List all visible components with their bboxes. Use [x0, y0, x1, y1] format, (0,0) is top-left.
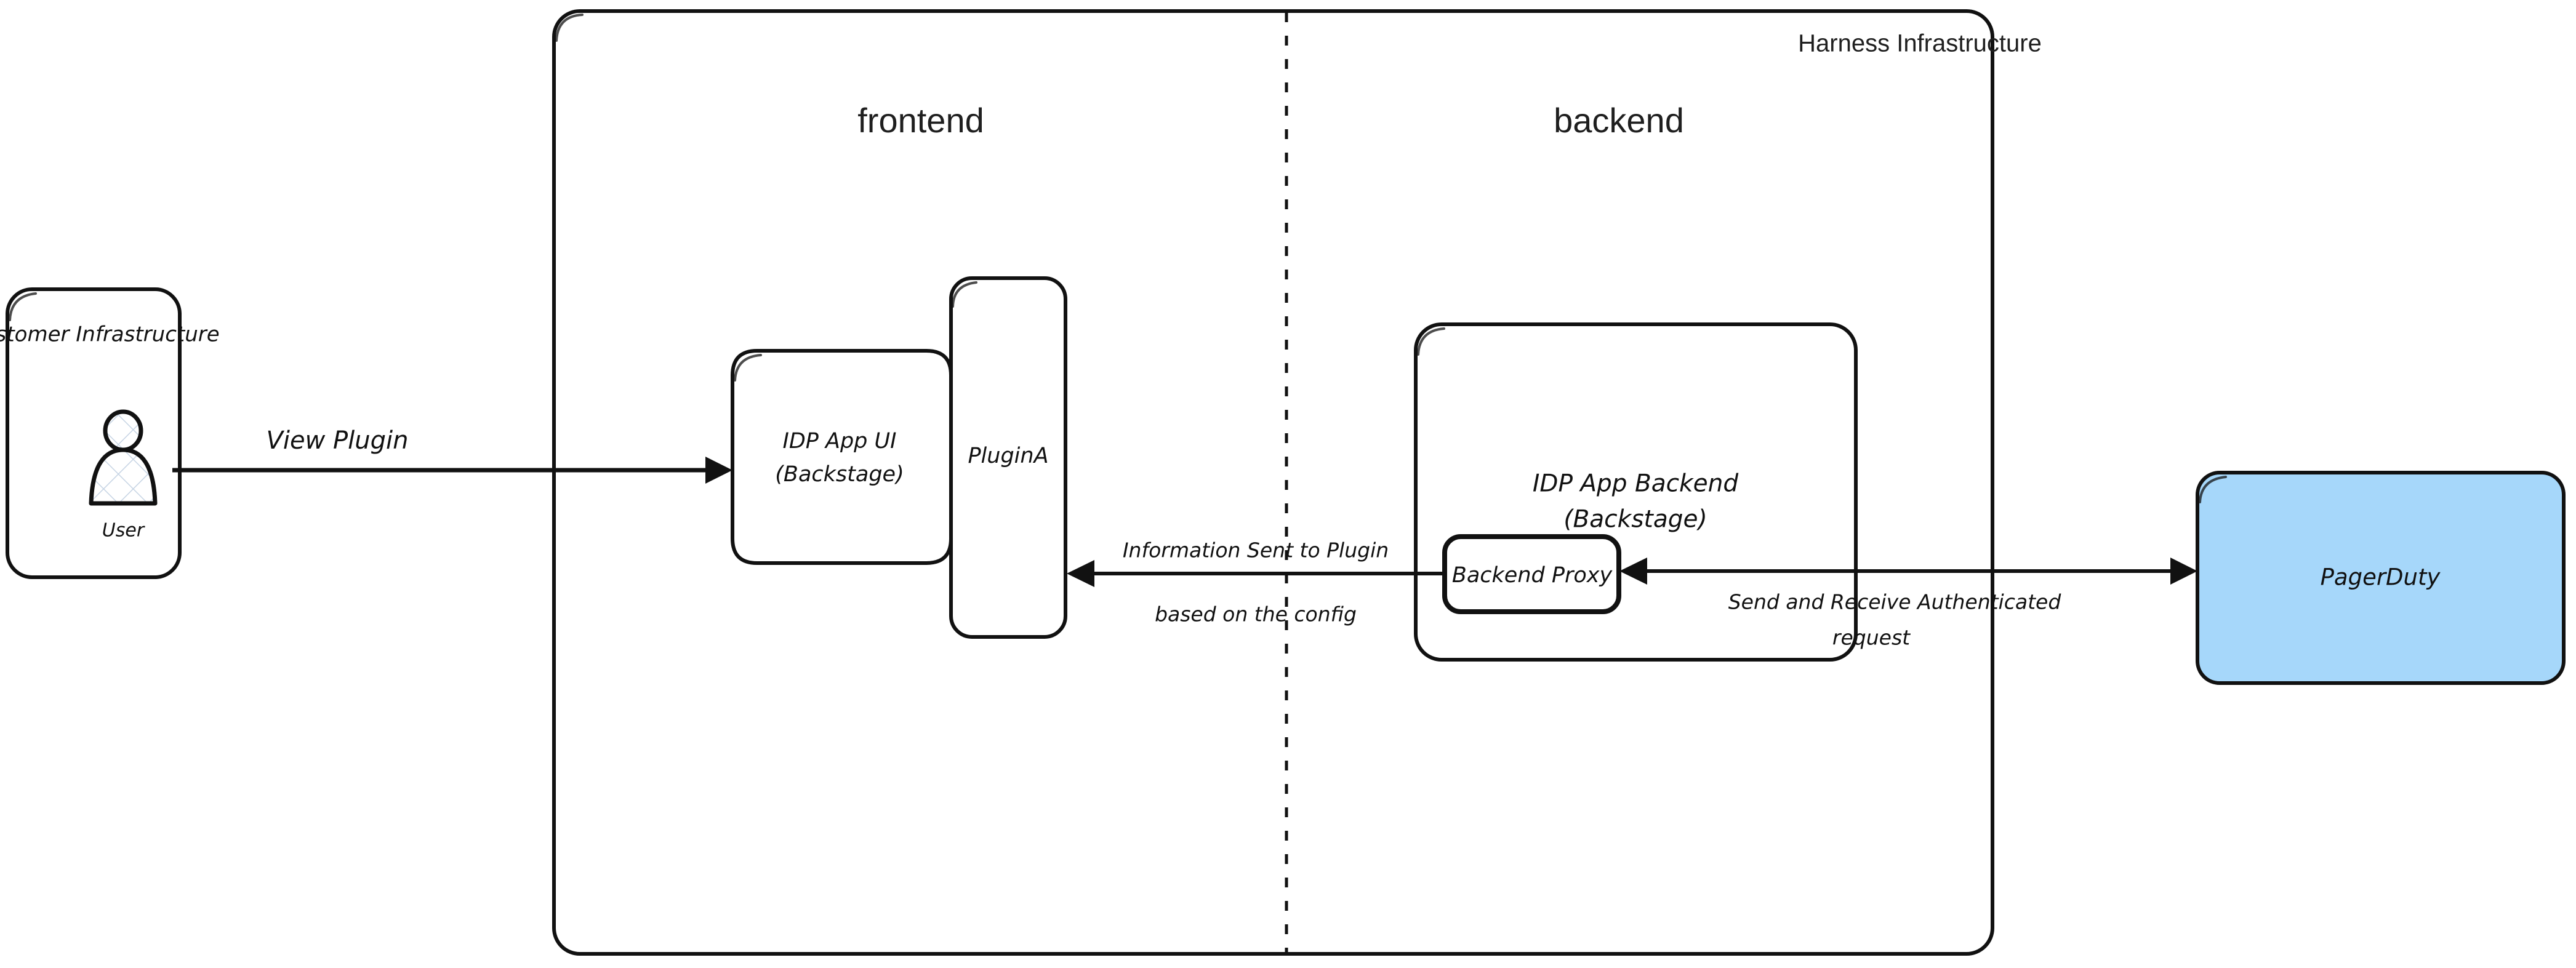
backend-proxy-label: Backend Proxy	[1452, 563, 1613, 588]
harness-infrastructure-label: Harness Infrastructure	[1798, 30, 2042, 57]
information-sent-label-line2: based on the config	[1155, 602, 1357, 626]
pagerduty-label: PagerDuty	[2321, 564, 2441, 591]
edge-view-plugin: View Plugin	[172, 426, 732, 484]
authenticated-request-arrowhead-left	[1619, 558, 1647, 585]
plugin-a-label: PluginA	[968, 444, 1048, 468]
idp-app-backend-label-line2: (Backstage)	[1563, 506, 1707, 534]
user-actor-icon	[89, 409, 158, 506]
edge-authenticated-request: Send and Receive Authenticated request	[1619, 558, 2197, 650]
edge-information-sent-to-plugin: Information Sent to Plugin based on the …	[1067, 538, 1445, 626]
authenticated-request-label-line1: Send and Receive Authenticated	[1728, 590, 2062, 614]
idp-app-backend-label-line1: IDP App Backend	[1533, 470, 1738, 498]
view-plugin-label: View Plugin	[267, 426, 409, 455]
backend-proxy-box: Backend Proxy	[1442, 534, 1621, 614]
customer-infrastructure-label: Customer Infrastructure	[0, 322, 220, 347]
user-actor-label: User	[102, 520, 145, 542]
information-sent-arrowhead	[1067, 560, 1094, 587]
authenticated-request-label-line2: request	[1832, 626, 1911, 650]
information-sent-label-line1: Information Sent to Plugin	[1123, 538, 1389, 562]
pagerduty-box: PagerDuty	[2196, 471, 2566, 685]
customer-infrastructure-box: Customer Infrastructure User	[0, 287, 220, 579]
idp-app-ui-label-line2: (Backstage)	[775, 462, 904, 487]
frontend-zone-label: frontend	[857, 101, 984, 140]
idp-app-backend-box: IDP App Backend (Backstage) Backend Prox…	[1414, 322, 1858, 662]
plugin-a-box: PluginA	[949, 276, 1067, 639]
view-plugin-arrowhead	[705, 457, 732, 484]
idp-app-ui-label-line1: IDP App UI	[783, 429, 897, 454]
idp-app-ui-box: IDP App UI (Backstage)	[731, 349, 953, 565]
authenticated-request-arrowhead-right	[2170, 558, 2197, 585]
backend-zone-label: backend	[1554, 101, 1684, 140]
harness-infrastructure-container: Harness Infrastructure	[552, 9, 2042, 956]
